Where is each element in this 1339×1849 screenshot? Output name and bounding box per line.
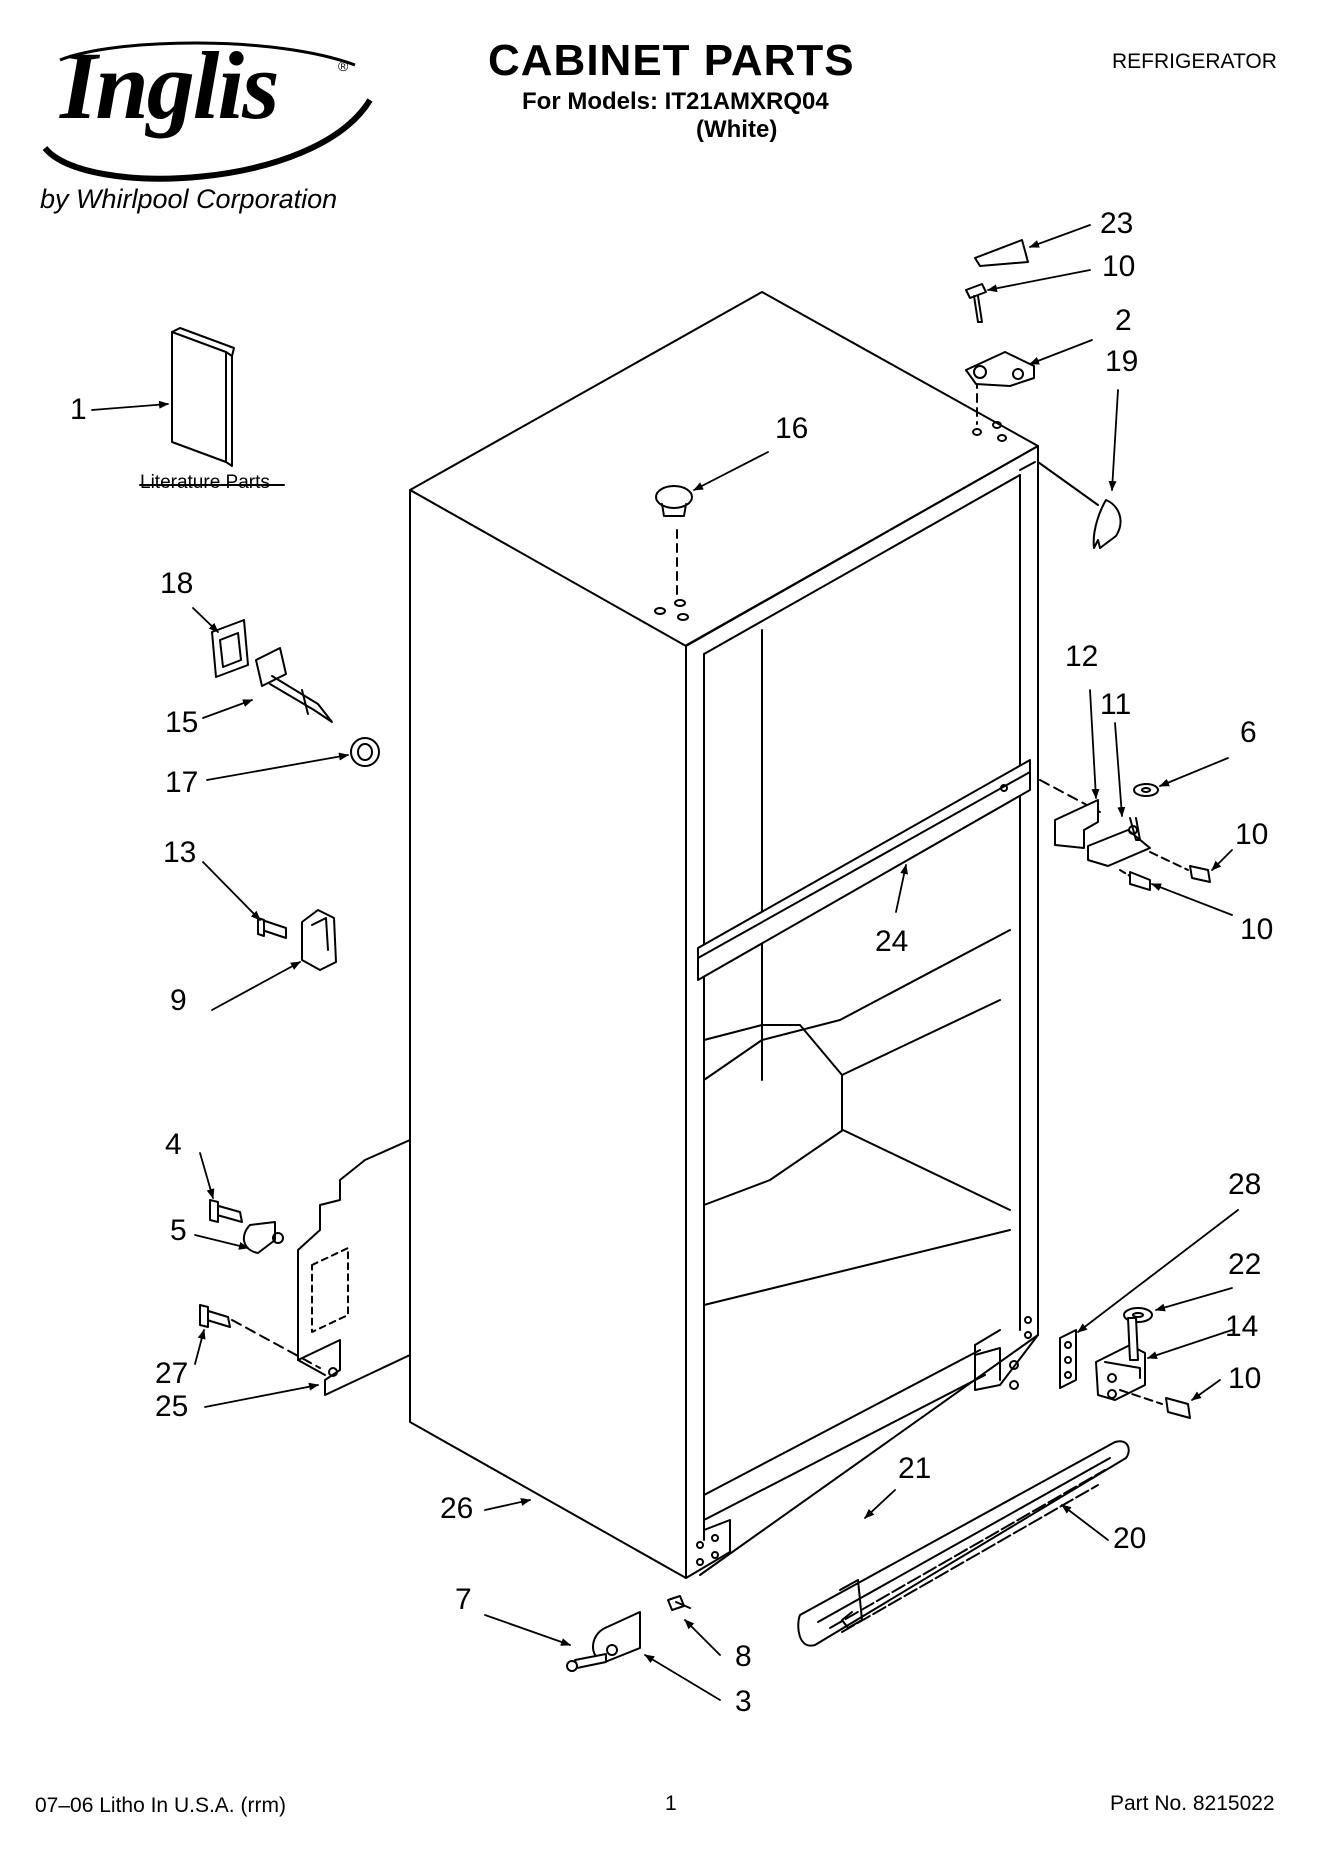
top-holes (654, 379, 1007, 621)
callout-6: 6 (1240, 716, 1257, 749)
models-line: For Models: IT21AMXRQ04 (522, 88, 829, 115)
callout-24: 24 (875, 925, 909, 958)
callout-19: 19 (1105, 345, 1139, 378)
callout-15: 15 (165, 706, 199, 739)
callout-10-top: 10 (1102, 250, 1136, 283)
callout-18: 18 (160, 567, 194, 600)
callout-10-center-lower: 10 (1240, 913, 1274, 946)
center-hinge-parts (1039, 779, 1211, 891)
callout-25: 25 (155, 1390, 189, 1423)
page-title: CABINET PARTS (488, 36, 855, 85)
callout-1: 1 (70, 393, 87, 426)
hinge-pin-parts (211, 619, 380, 767)
callout-28: 28 (1228, 1168, 1262, 1201)
side-bracket-parts (199, 1139, 411, 1396)
callout-21: 21 (898, 1452, 932, 1485)
callout-10-bottom: 10 (1228, 1362, 1262, 1395)
byline: by Whirlpool Corporation (40, 184, 338, 214)
callout-8: 8 (735, 1640, 752, 1673)
door-stop-part (257, 909, 337, 971)
bottom-hinge-parts (1059, 1307, 1191, 1419)
callout-12: 12 (1065, 640, 1099, 673)
callout-26: 26 (440, 1492, 474, 1525)
callout-leaders (91, 224, 1239, 1701)
callout-23: 23 (1100, 207, 1134, 240)
callout-5: 5 (170, 1214, 187, 1247)
callout-16: 16 (775, 412, 809, 445)
divider-rail-part (697, 759, 1031, 981)
callout-14: 14 (1225, 1310, 1259, 1343)
brand-wordmark: Inglis (60, 32, 279, 139)
callout-22: 22 (1228, 1248, 1262, 1281)
literature-parts-label: Literature Parts (140, 472, 270, 493)
callout-10-center-upper: 10 (1235, 818, 1269, 851)
top-hinge-parts (965, 239, 1122, 549)
callout-27: 27 (155, 1357, 189, 1390)
leveling-parts (566, 1595, 691, 1672)
plug-button-part (655, 485, 693, 517)
cabinet-body (409, 291, 1039, 1579)
page-number: 1 (665, 1792, 677, 1815)
callout-13: 13 (163, 836, 197, 869)
toe-grille-parts (797, 1440, 1130, 1647)
callout-11: 11 (1100, 688, 1132, 721)
literature-booklet (139, 327, 285, 486)
callout-2: 2 (1115, 304, 1132, 337)
litho-note: 07–06 Litho In U.S.A. (rrm) (35, 1794, 286, 1817)
color-line: (White) (696, 116, 778, 143)
registered-mark: ® (338, 58, 349, 74)
part-number: Part No. 8215022 (1110, 1792, 1275, 1815)
callout-17: 17 (165, 766, 199, 799)
callout-20: 20 (1113, 1522, 1147, 1555)
callout-9: 9 (170, 984, 187, 1017)
callout-7: 7 (455, 1583, 472, 1616)
category-label: REFRIGERATOR (1112, 50, 1277, 73)
callout-3: 3 (735, 1685, 752, 1718)
callout-4: 4 (165, 1128, 182, 1161)
